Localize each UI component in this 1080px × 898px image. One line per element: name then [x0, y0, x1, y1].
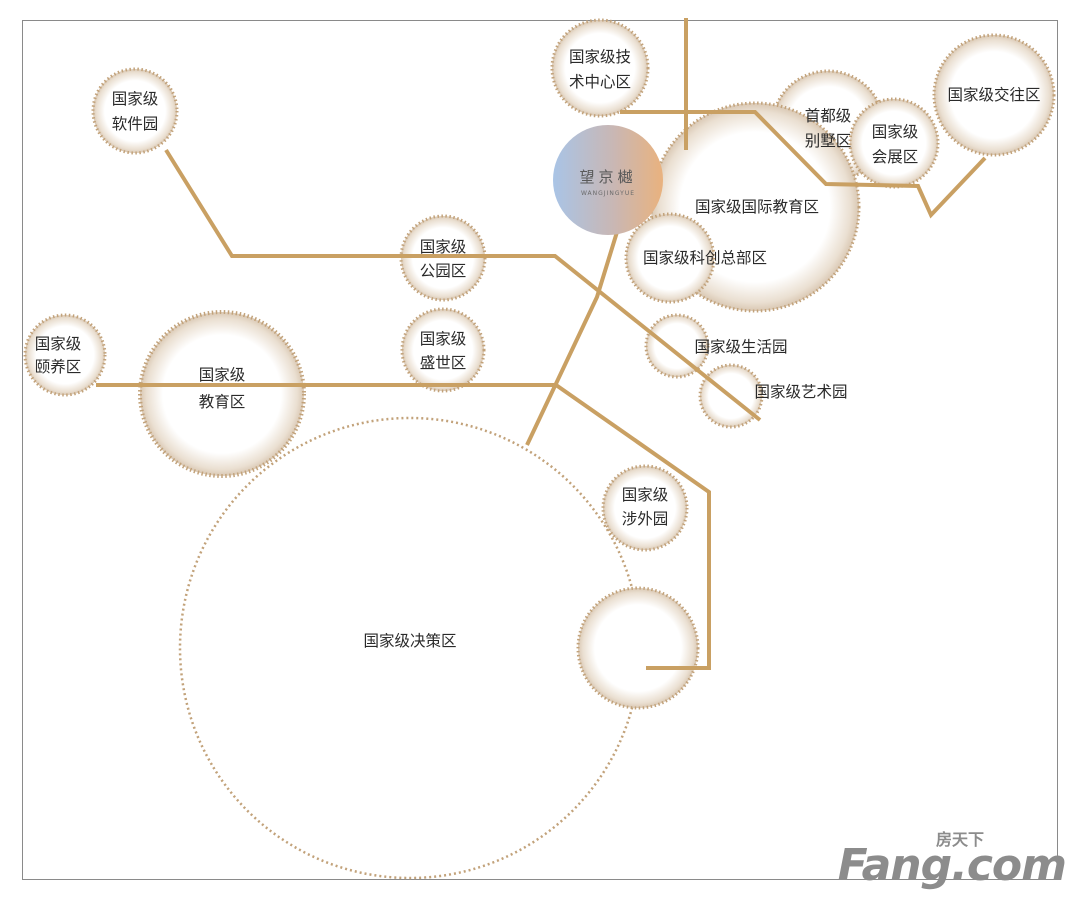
tech-center-circle	[550, 18, 650, 118]
map-frame	[22, 20, 1058, 880]
main-diagonal-road	[525, 231, 619, 446]
yiyang-label-1: 国家级	[35, 335, 82, 353]
software-park-label-2: 软件园	[112, 115, 159, 133]
innovation-hq-label: 国家级科创总部区	[643, 249, 767, 267]
yiyang-circle	[23, 313, 107, 397]
software-road	[164, 148, 762, 422]
park-label-1: 国家级	[420, 238, 467, 256]
innovation-hq-circle	[624, 212, 716, 304]
decision-label: 国家级决策区	[363, 632, 456, 650]
park-label-2: 公园区	[420, 262, 467, 280]
shengshi-label-1: 国家级	[420, 330, 467, 348]
road-lines	[96, 18, 987, 670]
diplomatic-label: 国家级交往区	[947, 86, 1040, 104]
villa-label-2: 别墅区	[805, 132, 852, 150]
foreign-affairs-circle	[601, 464, 689, 552]
diplomatic-circle	[932, 33, 1056, 157]
northeast-road	[620, 110, 987, 219]
software-park-circle	[91, 67, 179, 155]
foreign-affairs-label-2: 涉外园	[622, 510, 669, 528]
shengshi-circle	[400, 307, 486, 393]
living-park-label: 国家级生活园	[694, 338, 787, 356]
villa-label-1: 首都级	[805, 107, 852, 125]
center-name: 望京樾	[579, 168, 636, 186]
education-circle	[138, 310, 306, 478]
watermark-logo: Fang.com	[837, 840, 1067, 891]
zone-labels: 国家级技 术中心区 国家级 软件园 国家级交往区 首都级 别墅区 国家级 会展区…	[35, 48, 1041, 650]
shengshi-label-2: 盛世区	[420, 354, 467, 372]
center-pinyin: WANGJINGYUE	[581, 190, 635, 197]
exhibition-label-1: 国家级	[872, 123, 919, 141]
foreign-affairs-label-1: 国家级	[622, 486, 669, 504]
education-label-1: 国家级	[199, 366, 246, 384]
tech-center-label-2: 术中心区	[569, 73, 631, 91]
software-park-label-1: 国家级	[112, 90, 159, 108]
art-park-label: 国家级艺术园	[754, 383, 847, 401]
center-circle	[553, 125, 663, 235]
intl-education-label: 国家级国际教育区	[695, 198, 819, 216]
living-park-circle	[644, 313, 710, 379]
unnamed-circle	[576, 586, 700, 710]
yiyang-label-2: 颐养区	[35, 358, 82, 376]
exhibition-circle	[848, 97, 940, 189]
education-road	[96, 383, 711, 670]
fang-watermark: 房天下 Fang.com	[838, 832, 1067, 888]
watermark-sub: 房天下	[935, 830, 984, 849]
tech-center-label-1: 国家级技	[569, 48, 631, 66]
zone-circles	[23, 18, 1056, 710]
exhibition-label-2: 会展区	[872, 148, 919, 166]
education-label-2: 教育区	[199, 393, 246, 411]
